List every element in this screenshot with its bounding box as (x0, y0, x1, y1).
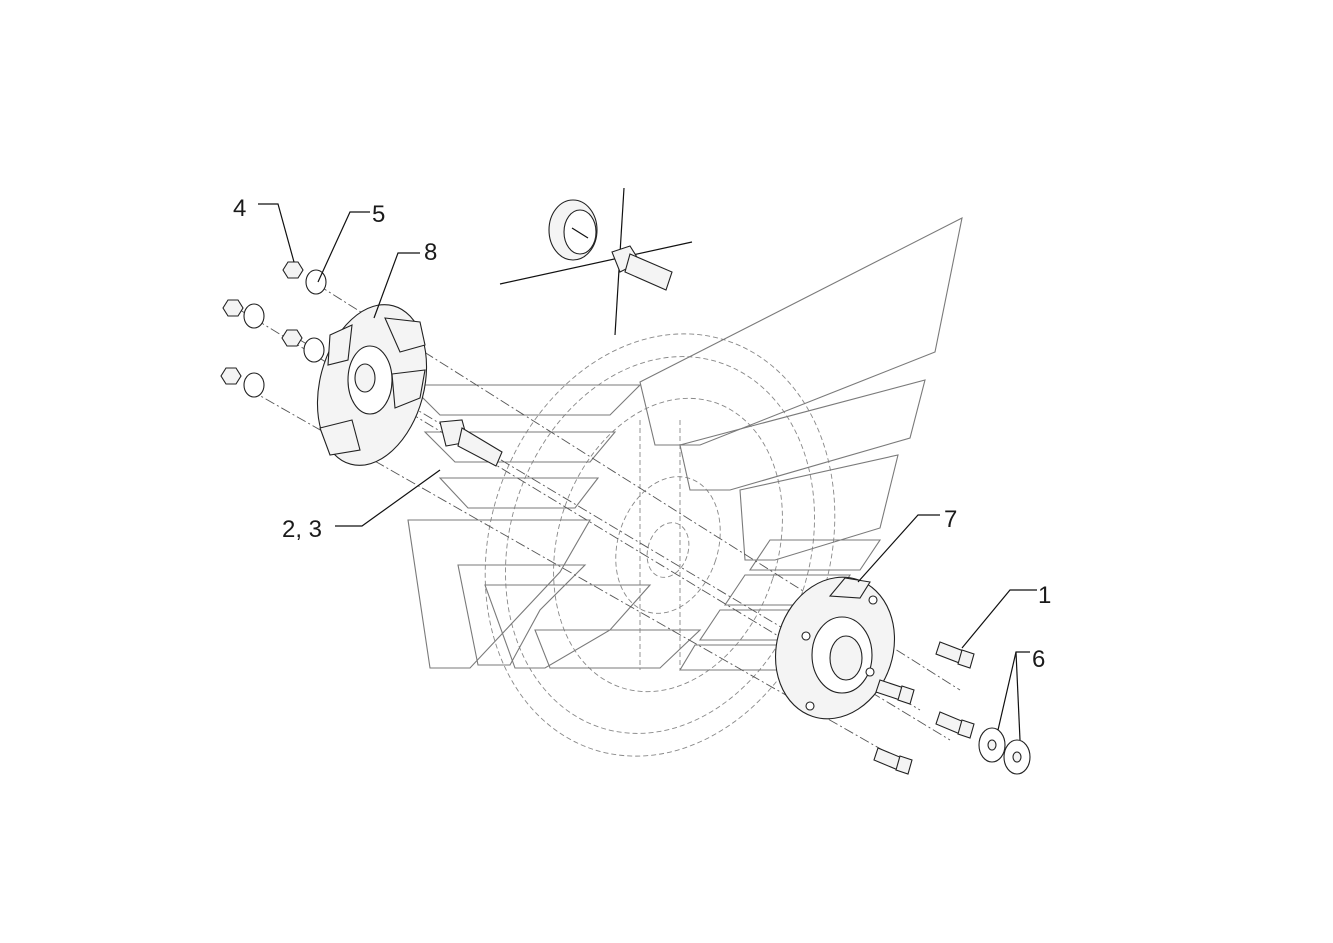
callout-5: 5 (372, 201, 385, 228)
leader-lines (258, 203, 1037, 741)
wheel-bolt (439, 419, 503, 467)
nuts-and-washers-left (220, 261, 327, 398)
cap-and-bolt-detail (499, 187, 693, 336)
right-hub-flange (774, 576, 896, 720)
bolts-and-washers-right (873, 641, 1031, 775)
left-flange (316, 304, 428, 466)
callout-7: 7 (944, 506, 957, 533)
callout-4: 4 (233, 195, 246, 222)
callout-8: 8 (424, 239, 437, 266)
callout-2-3: 2, 3 (282, 516, 322, 543)
callout-labels: 4 5 8 2, 3 7 1 6 (233, 195, 1051, 673)
callout-6: 6 (1032, 646, 1045, 673)
background-wheel (484, 333, 836, 757)
callout-1: 1 (1038, 582, 1051, 609)
